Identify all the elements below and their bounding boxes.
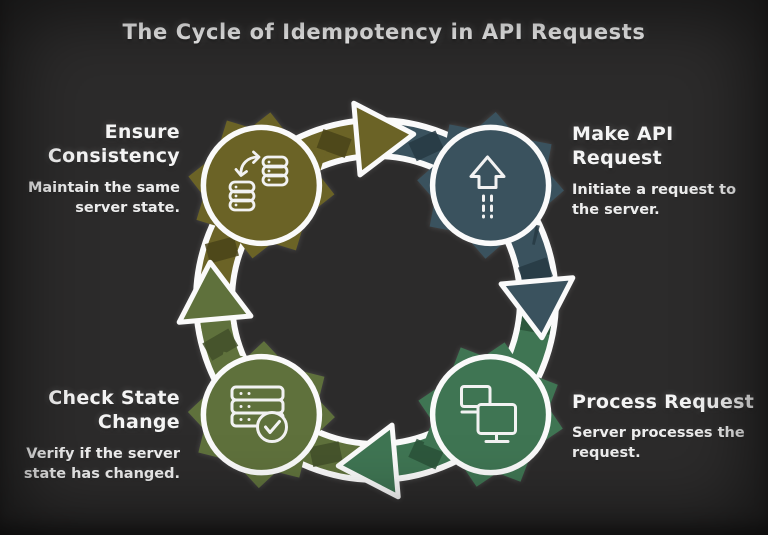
node-make-api-request (429, 124, 552, 247)
step-title: Check State Change (48, 387, 180, 434)
step-description: Initiate a request to the server. (572, 181, 737, 218)
arrowhead-to-process-request (498, 275, 576, 341)
step-title: Make API Request (572, 123, 674, 170)
step-title: Ensure Consistency (47, 121, 180, 168)
sync-databases-icon (228, 150, 289, 212)
node-check-state-change (200, 353, 323, 476)
diagram-title: The Cycle of Idempotency in API Requests (122, 20, 646, 44)
step-description: Maintain the same server state. (27, 179, 180, 216)
monitors-icon (460, 385, 517, 443)
step-check-state-change: Check State Change Verify if the server … (18, 386, 180, 484)
step-process-request: Process Request Server processes the req… (572, 390, 758, 463)
step-description: Verify if the server state has changed. (23, 445, 180, 482)
step-description: Server processes the request. (572, 425, 745, 462)
step-make-api-request: Make API Request Initiate a request to t… (572, 122, 750, 220)
step-title: Process Request (572, 391, 755, 413)
arrowhead-to-ensure-consistency (176, 259, 254, 325)
server-check-icon (230, 385, 288, 443)
arrowhead-to-make-api-request (351, 100, 417, 178)
node-ensure-consistency (200, 124, 323, 247)
arrowhead-to-check-state-change (335, 422, 401, 500)
step-ensure-consistency: Ensure Consistency Maintain the same ser… (18, 120, 180, 218)
upload-arrow-icon (469, 155, 506, 219)
